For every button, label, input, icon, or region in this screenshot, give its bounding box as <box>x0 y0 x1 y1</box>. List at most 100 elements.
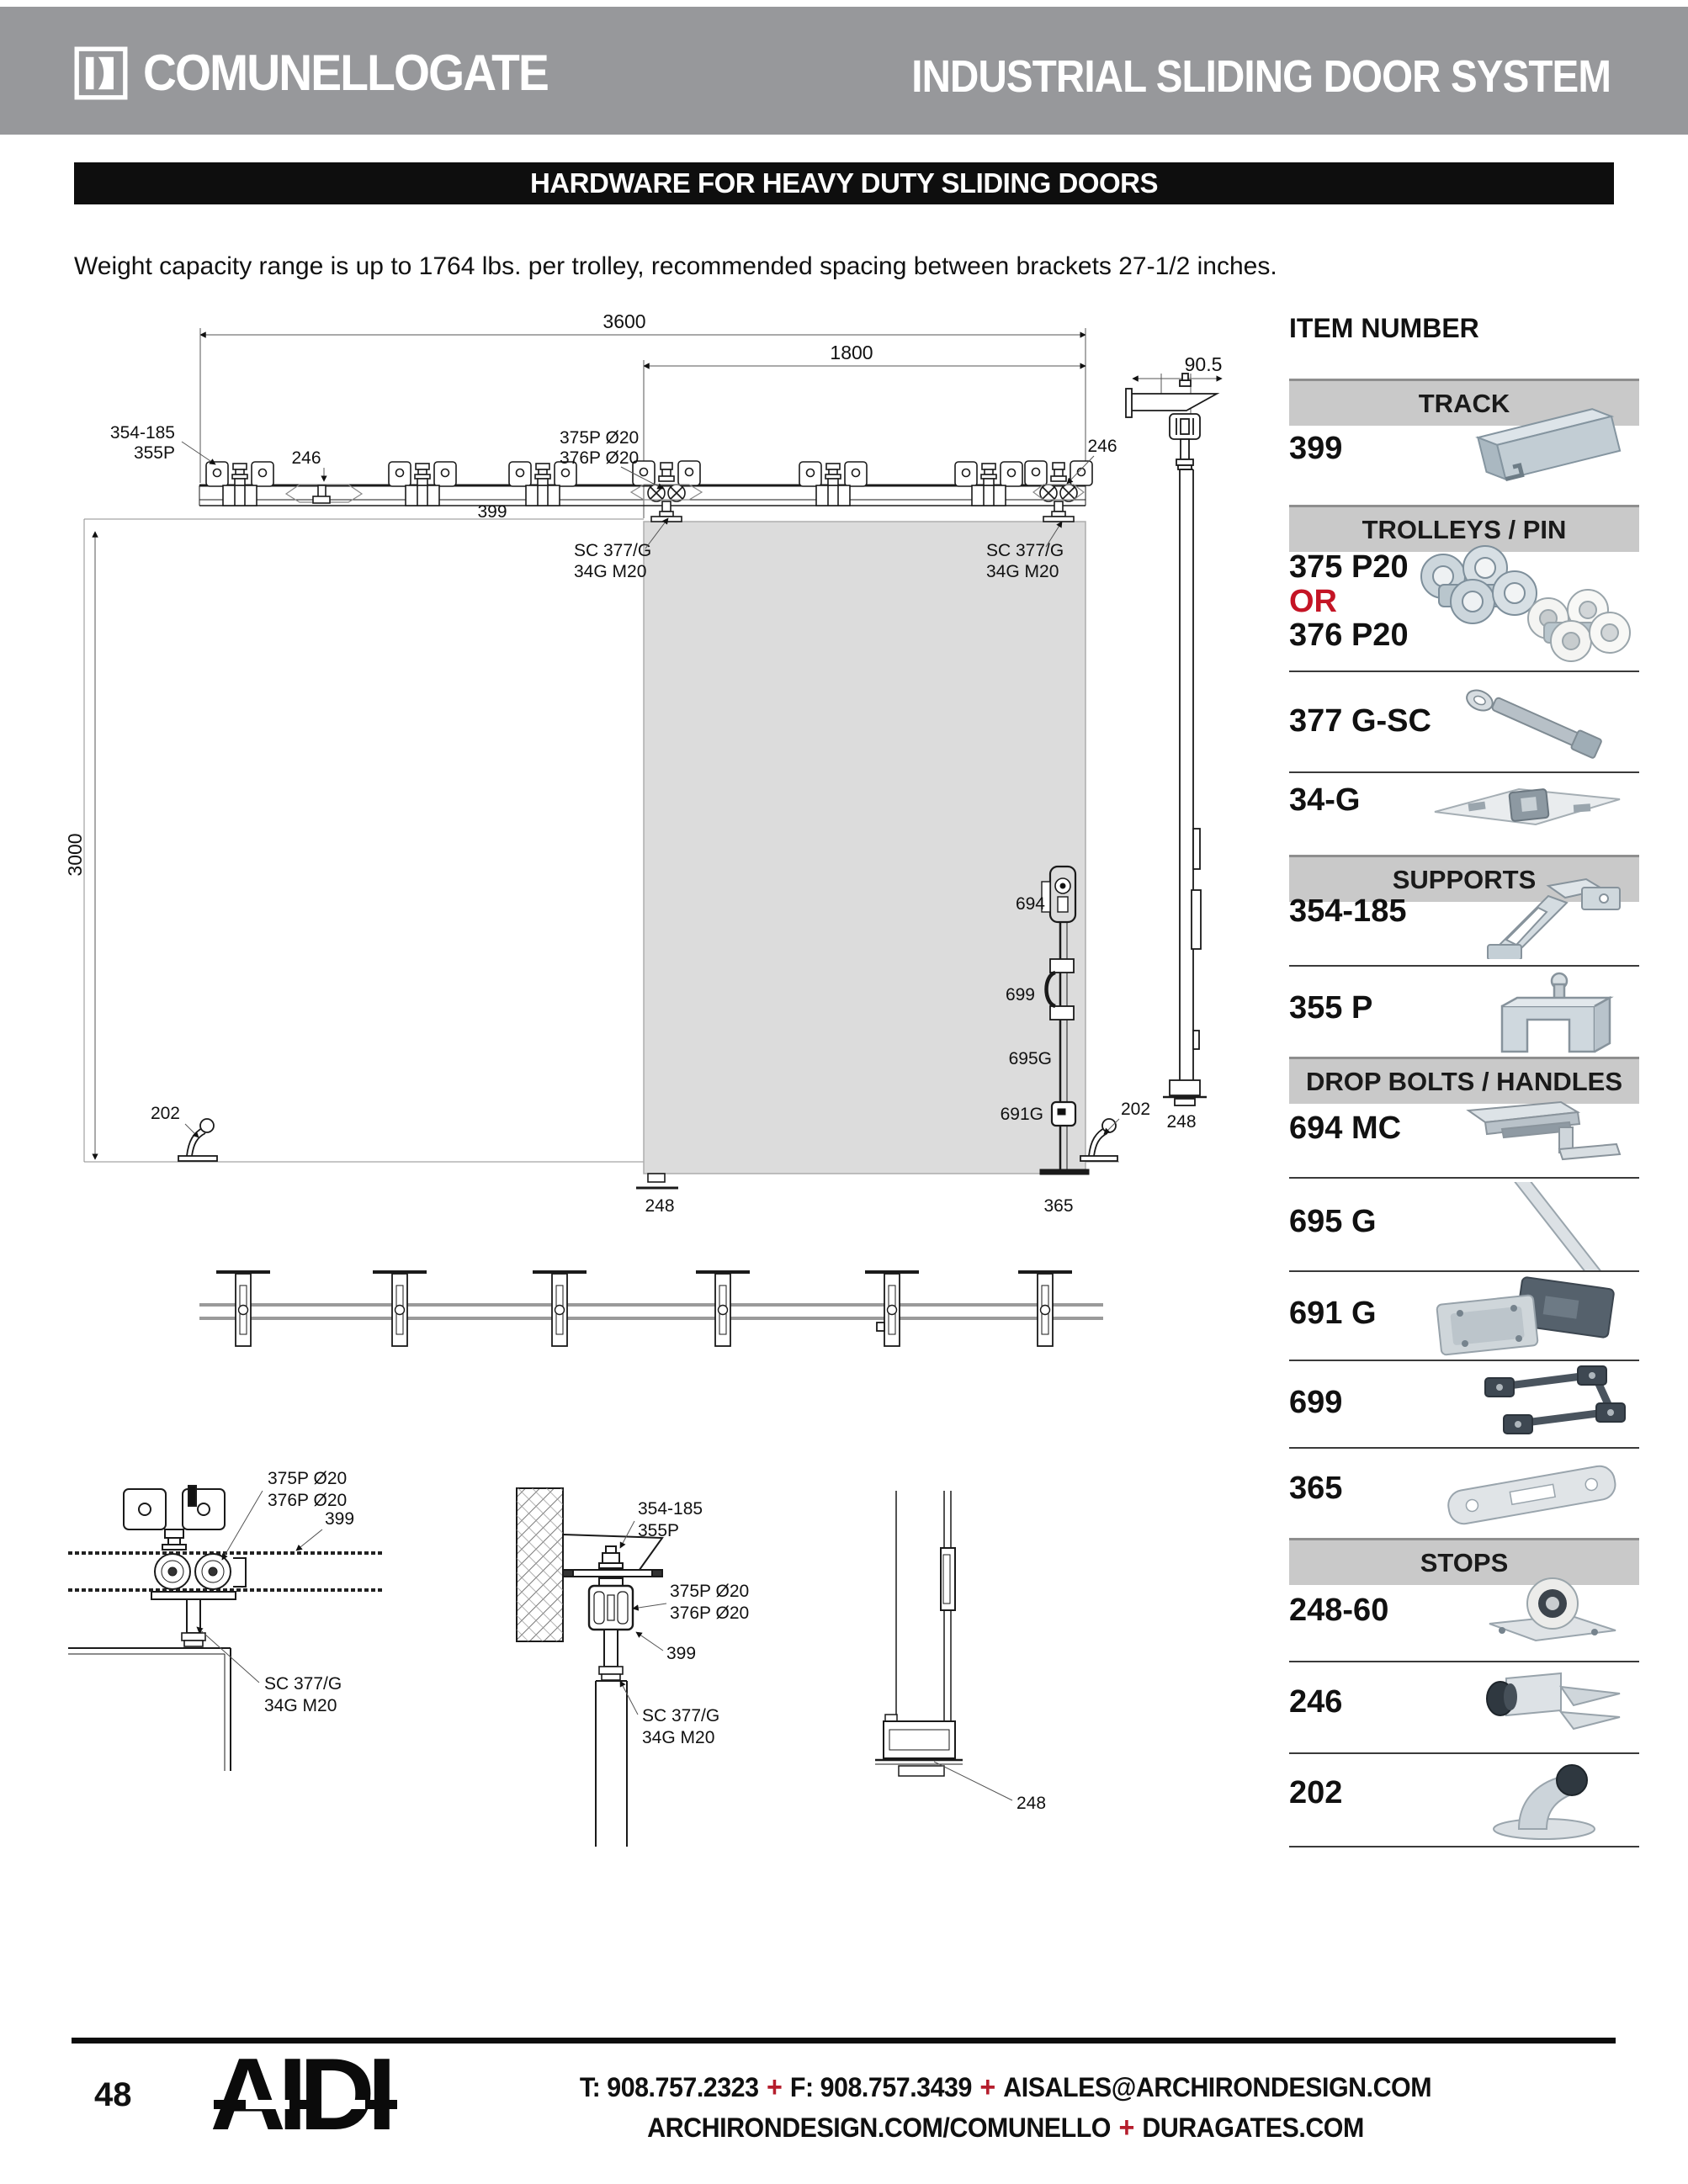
page-number: 48 <box>94 2076 132 2113</box>
dim-1800: 1800 <box>643 342 1086 518</box>
cross-icon: + <box>979 2071 995 2103</box>
footer-contact-line1: T: 908.757.2323+F: 908.757.3439+AISALES@… <box>530 2071 1482 2104</box>
section-title: HARDWARE FOR HEAVY DUTY SLIDING DOORS <box>529 167 1159 199</box>
label-pin-34g-right: 34G M20 <box>986 562 1059 581</box>
detail-b-label-354: 354-185 <box>638 1499 703 1519</box>
cross-icon: + <box>767 2071 783 2103</box>
track-product-icon <box>1475 408 1622 482</box>
detail-wall-mount: 354-185 355P 375P Ø20 376P Ø20 399 SC 37… <box>516 1487 749 1847</box>
label-stop-246-left: 246 <box>291 448 321 468</box>
detail-b-label-34g: 34G M20 <box>642 1728 714 1747</box>
label-pin-34g-left: 34G M20 <box>574 562 646 581</box>
dim-3000: 3000 <box>64 531 98 1160</box>
item-248: 248-60 <box>1289 1593 1389 1628</box>
footer-contact: T: 908.757.2323+F: 908.757.3439+AISALES@… <box>505 2071 1506 2152</box>
stop-246-product-icon <box>1486 1672 1621 1731</box>
comunello-logo-icon <box>74 46 128 99</box>
label-handle-699: 699 <box>1006 985 1035 1005</box>
item-365: 365 <box>1289 1471 1343 1506</box>
item-691: 691 G <box>1289 1296 1377 1331</box>
item-202: 202 <box>1289 1775 1343 1810</box>
band-dropbolts-label: DROP BOLTS / HANDLES <box>1305 1066 1623 1096</box>
sidebar-divider <box>1289 1752 1639 1754</box>
band-trolleys-label: TROLLEYS / PIN <box>1362 514 1567 544</box>
label-stop-202-right: 202 <box>1121 1100 1150 1119</box>
item-34g: 34-G <box>1289 782 1361 818</box>
handle-699-product-icon <box>1484 1365 1626 1434</box>
band-track: TRACK <box>1289 379 1639 426</box>
intro-text: Weight capacity range is up to 1764 lbs.… <box>74 252 1277 280</box>
section-title-bar: HARDWARE FOR HEAVY DUTY SLIDING DOORS <box>74 162 1614 204</box>
support-354-product-icon <box>1487 877 1621 959</box>
item-399: 399 <box>1289 431 1343 466</box>
support-brackets <box>205 461 1023 506</box>
label-track-399: 399 <box>477 502 507 522</box>
footer-site1: ARCHIRONDESIGN.COM/COMUNELLO <box>647 2112 1111 2143</box>
label-rod-695g: 695G <box>1009 1049 1052 1068</box>
aidi-logo-dash <box>214 2100 246 2109</box>
label-trolley-376: 376P Ø20 <box>560 448 639 468</box>
support-355-product-icon <box>1500 972 1614 1053</box>
label-support-354: 354-185 <box>110 423 175 443</box>
item-376: 376 P20 <box>1289 618 1409 653</box>
detail-trolley-section: 375P Ø20 376P Ø20 399 SC 377/G 34G M20 <box>68 1469 382 1771</box>
plan-view <box>199 1270 1103 1347</box>
dim-3000-label: 3000 <box>64 833 86 876</box>
track-stop-246-left <box>284 484 364 504</box>
sidebar-divider <box>1289 1270 1639 1272</box>
detail-a-label-34g: 34G M20 <box>264 1696 337 1715</box>
sidebar-divider <box>1289 965 1639 967</box>
item-699: 699 <box>1289 1385 1343 1420</box>
latch-691-product-icon <box>1436 1276 1615 1356</box>
sidebar-divider <box>1289 1177 1639 1179</box>
sidebar-divider <box>1289 671 1639 672</box>
detail-a-label-375: 375P Ø20 <box>268 1469 347 1488</box>
footer-rule <box>72 2038 1616 2044</box>
detail-b-label-355: 355P <box>638 1521 679 1540</box>
technical-drawing: 3600 1800 3000 <box>64 310 1223 1847</box>
brand-name: COMUNELLOGATE <box>143 45 549 101</box>
detail-bottom-guide: 248 <box>875 1491 1046 1813</box>
plate-365-product-icon <box>1447 1465 1616 1525</box>
footer-email: AISALES@ARCHIRONDESIGN.COM <box>1003 2072 1432 2102</box>
aidi-logo: AIDI <box>207 2037 409 2155</box>
brand-logo: COMUNELLOGATE <box>74 44 583 102</box>
label-plate-365: 365 <box>1043 1196 1073 1216</box>
label-support-355p: 355P <box>134 443 175 463</box>
stop-202-product-icon <box>1493 1764 1595 1840</box>
item-246: 246 <box>1289 1684 1343 1720</box>
label-stop-246-right: 246 <box>1087 437 1117 456</box>
pin-product-icon <box>1466 689 1602 759</box>
aidi-logo-text: AIDI <box>210 2037 396 2151</box>
trolleys-product-icon <box>1420 545 1631 662</box>
band-stops-label: STOPS <box>1420 1547 1509 1577</box>
label-trolley-375: 375P Ø20 <box>560 428 639 448</box>
dim-3600: 3600 <box>199 310 1086 483</box>
item-377: 377 G-SC <box>1289 703 1431 739</box>
band-trolleys: TROLLEYS / PIN <box>1289 505 1639 552</box>
cross-icon: + <box>1118 2112 1134 2144</box>
band-stops: STOPS <box>1289 1538 1639 1585</box>
item-375: 375 P20 <box>1289 549 1409 585</box>
label-pin-sc-right: SC 377/G <box>986 541 1064 560</box>
footer-fax: F: 908.757.3439 <box>789 2072 972 2102</box>
detail-c-label-248: 248 <box>1017 1794 1046 1813</box>
sidebar-divider <box>1289 1846 1639 1847</box>
band-track-label: TRACK <box>1418 388 1510 418</box>
dim-905-label: 90.5 <box>1185 353 1223 375</box>
item-or: OR <box>1289 584 1337 619</box>
label-latch-691g: 691G <box>1001 1105 1043 1124</box>
detail-b-label-376: 376P Ø20 <box>670 1604 749 1623</box>
label-lock-694: 694 <box>1016 894 1045 914</box>
detail-a-label-376: 376P Ø20 <box>268 1491 347 1510</box>
label-stop-202-left: 202 <box>151 1104 180 1123</box>
detail-b-label-375: 375P Ø20 <box>670 1582 749 1601</box>
item-695: 695 G <box>1289 1204 1377 1239</box>
aidi-logo-dash <box>365 2100 397 2109</box>
label-guide-248-bottom: 248 <box>645 1196 674 1216</box>
sidebar-divider <box>1289 771 1639 773</box>
plate-34g-product-icon <box>1434 787 1621 826</box>
sidebar-divider <box>1289 1447 1639 1449</box>
label-pin-sc-left: SC 377/G <box>574 541 651 560</box>
